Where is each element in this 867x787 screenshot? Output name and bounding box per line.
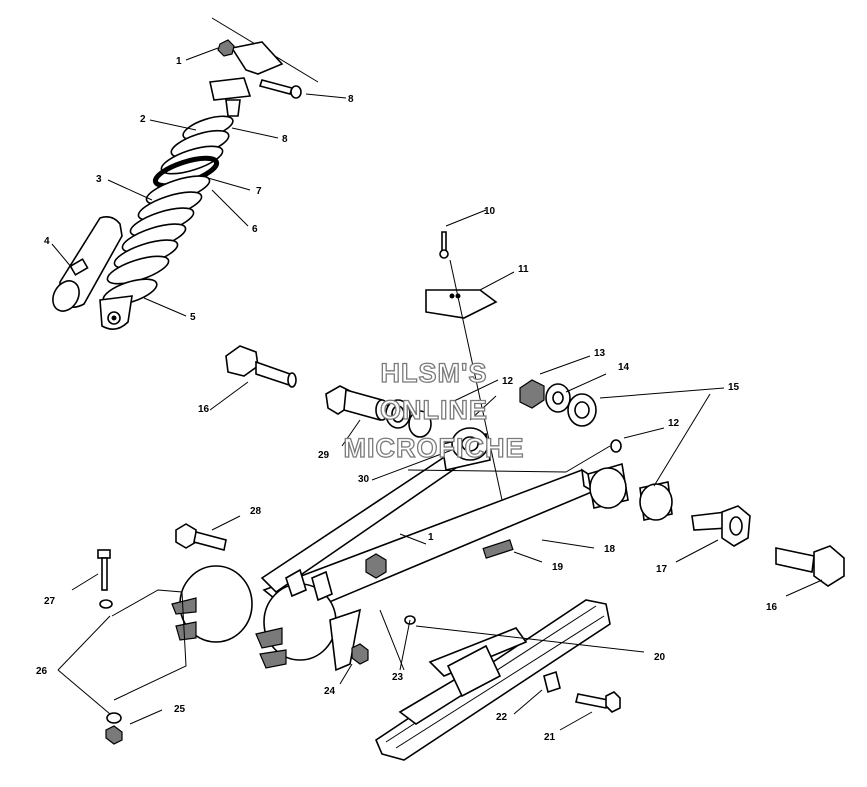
- callout-19: 19: [552, 562, 564, 573]
- callout-15: 15: [728, 382, 740, 393]
- callout-1-upper: 1: [176, 56, 182, 67]
- shock-spring: [106, 115, 234, 285]
- shock-absorber: [52, 17, 319, 330]
- leader-lines: [51, 47, 823, 731]
- upper-mount-hardware: [225, 231, 845, 587]
- callout-4: 4: [44, 236, 50, 247]
- torque-arm: [171, 427, 629, 672]
- callout-12-upper: 12: [502, 376, 514, 387]
- callout-7: 7: [256, 186, 262, 197]
- bolt-28: [175, 523, 227, 551]
- callout-14: 14: [618, 362, 630, 373]
- callout-22: 22: [496, 712, 508, 723]
- callout-24: 24: [324, 686, 336, 697]
- watermark-line-3: MICROFICHE: [344, 433, 525, 463]
- callout-12-right: 12: [668, 418, 680, 429]
- bolt-27: [97, 549, 113, 609]
- callouts: 1 8 2 8 3 7 6 4 5 10 11 16 29 12 13 14 1…: [36, 56, 778, 743]
- callout-16-left: 16: [198, 404, 210, 415]
- callout-5: 5: [190, 312, 196, 323]
- watermark-line-2: ONLINE: [380, 395, 488, 425]
- washer-26: [106, 712, 122, 724]
- callout-27: 27: [44, 596, 56, 607]
- callout-28: 28: [250, 506, 262, 517]
- callout-1-lower: 1: [428, 532, 434, 543]
- callout-2: 2: [140, 114, 146, 125]
- callout-10: 10: [484, 206, 496, 217]
- callout-23: 23: [392, 672, 404, 683]
- callout-11: 11: [518, 264, 529, 275]
- damper-body: [52, 216, 123, 312]
- watermark: HLSM'S ONLINE MICROFICHE: [343, 357, 525, 463]
- callout-21: 21: [544, 732, 556, 743]
- callout-20: 20: [654, 652, 666, 663]
- callout-6: 6: [252, 224, 258, 235]
- callout-26: 26: [36, 666, 48, 677]
- nut-25: [105, 725, 123, 745]
- callout-8: 8: [282, 134, 288, 145]
- callout-29: 30: [358, 474, 370, 485]
- nut-24: [351, 643, 369, 665]
- callout-3: 3: [96, 174, 102, 185]
- lower-nut: [365, 553, 387, 579]
- callout-13: 13: [594, 348, 606, 359]
- callout-9: 8: [348, 94, 354, 105]
- slide-rail: [375, 599, 621, 761]
- callout-18: 18: [604, 544, 616, 555]
- callout-30: 29: [318, 450, 330, 461]
- callout-16-right: 16: [766, 602, 778, 613]
- upper-shock-bolt: [258, 79, 302, 99]
- upper-nut: [217, 39, 235, 57]
- callout-25: 25: [174, 704, 186, 715]
- callout-17: 17: [656, 564, 668, 575]
- watermark-line-1: HLSM'S: [381, 358, 488, 388]
